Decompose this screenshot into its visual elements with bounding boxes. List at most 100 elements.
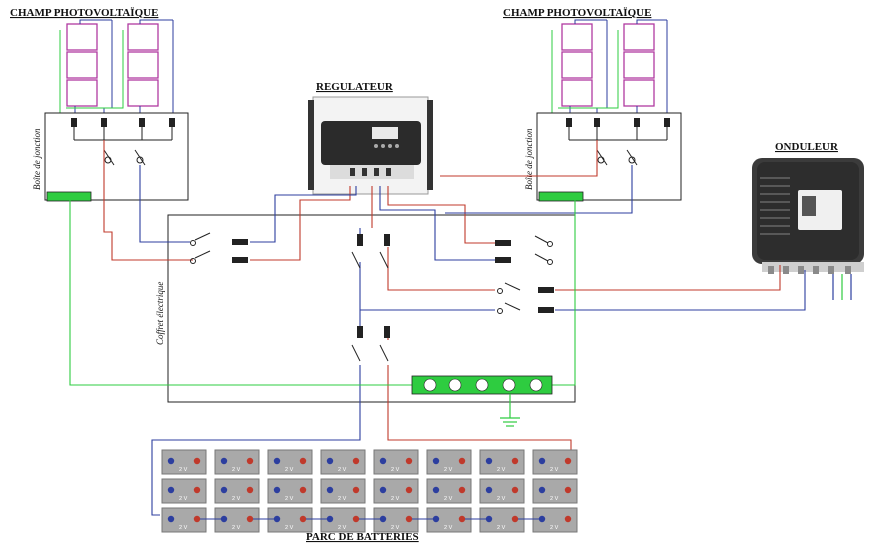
- battery-voltage-label: 2 V: [497, 467, 506, 473]
- junction-right-fuses: [566, 118, 670, 127]
- battery-negative-terminal: [432, 457, 440, 465]
- battery-positive-terminal: [458, 515, 466, 523]
- battery-cell: 2 V: [373, 507, 419, 533]
- junction-box-left: [44, 112, 189, 201]
- pv-panel: [127, 23, 159, 51]
- battery-voltage-label: 2 V: [338, 525, 347, 531]
- battery-negative-terminal: [379, 457, 387, 465]
- battery-voltage-label: 2 V: [179, 525, 188, 531]
- earth-wiring: [69, 200, 576, 386]
- battery-negative-terminal: [485, 486, 493, 494]
- battery-cell: 2 V: [426, 507, 472, 533]
- battery-bank: 2 V 2 V 2 V 2 V 2 V 2 V 2 V 2 V 2 V 2 V 2 V 2 V 2 V 2…: [161, 449, 578, 533]
- battery-negative-terminal: [538, 457, 546, 465]
- battery-positive-terminal: [405, 515, 413, 523]
- pv-panel: [127, 79, 159, 107]
- inverter-title: ONDULEUR: [775, 141, 839, 153]
- battery-cell: 2 V: [532, 449, 578, 475]
- battery-positive-terminal: [352, 486, 360, 494]
- pv-panels-left: [66, 23, 159, 107]
- battery-negative-terminal: [220, 515, 228, 523]
- battery-cell: 2 V: [267, 507, 313, 533]
- battery-positive-terminal: [246, 457, 254, 465]
- battery-voltage-label: 2 V: [391, 496, 400, 502]
- inverter-display: [802, 196, 816, 216]
- battery-positive-terminal: [246, 515, 254, 523]
- battery-cell: 2 V: [373, 478, 419, 504]
- battery-negative-terminal: [326, 457, 334, 465]
- cabinet-components: [190, 232, 554, 362]
- battery-positive-terminal: [299, 486, 307, 494]
- battery-positive-terminal: [511, 486, 519, 494]
- battery-voltage-label: 2 V: [285, 467, 294, 473]
- pv-panels-right: [561, 23, 655, 107]
- battery-voltage-label: 2 V: [550, 467, 559, 473]
- battery-positive-terminal: [564, 457, 572, 465]
- battery-positive-terminal: [405, 457, 413, 465]
- battery-negative-terminal: [485, 515, 493, 523]
- battery-negative-terminal: [167, 486, 175, 494]
- battery-negative-terminal: [273, 486, 281, 494]
- battery-cell: 2 V: [214, 507, 260, 533]
- battery-cell: 2 V: [161, 478, 207, 504]
- battery-negative-terminal: [273, 457, 281, 465]
- pv-panel: [66, 23, 98, 51]
- battery-cell: 2 V: [426, 449, 472, 475]
- junction-left-fuses: [71, 118, 175, 127]
- battery-negative-terminal: [167, 457, 175, 465]
- battery-voltage-label: 2 V: [391, 467, 400, 473]
- battery-negative-terminal: [379, 486, 387, 494]
- battery-negative-terminal: [485, 457, 493, 465]
- regulator-display: [372, 127, 398, 139]
- battery-positive-terminal: [299, 457, 307, 465]
- battery-cell: 2 V: [267, 449, 313, 475]
- battery-negative-terminal: [220, 457, 228, 465]
- regulator-title: REGULATEUR: [316, 81, 394, 93]
- battery-cell: 2 V: [532, 507, 578, 533]
- battery-negative-terminal: [379, 515, 387, 523]
- battery-positive-terminal: [246, 486, 254, 494]
- battery-cell: 2 V: [479, 478, 525, 504]
- battery-cell: 2 V: [214, 478, 260, 504]
- pv-panel: [127, 51, 159, 79]
- battery-positive-terminal: [193, 486, 201, 494]
- battery-voltage-label: 2 V: [285, 525, 294, 531]
- battery-voltage-label: 2 V: [497, 525, 506, 531]
- battery-cell: 2 V: [161, 449, 207, 475]
- battery-negative-terminal: [273, 515, 281, 523]
- battery-cell: 2 V: [532, 478, 578, 504]
- battery-cell: 2 V: [373, 449, 419, 475]
- battery-positive-terminal: [458, 457, 466, 465]
- battery-cell: 2 V: [479, 449, 525, 475]
- earth-bar-right: [538, 191, 584, 202]
- electrical-cabinet: [167, 214, 576, 403]
- junction-right-switches: [568, 127, 668, 166]
- battery-voltage-label: 2 V: [179, 467, 188, 473]
- battery-negative-terminal: [432, 515, 440, 523]
- battery-voltage-label: 2 V: [497, 496, 506, 502]
- battery-positive-terminal: [193, 515, 201, 523]
- negative-wiring: [139, 165, 806, 516]
- battery-negative-terminal: [538, 515, 546, 523]
- battery-positive-terminal: [564, 515, 572, 523]
- junction-box-right: [536, 112, 682, 201]
- battery-positive-terminal: [405, 486, 413, 494]
- battery-bank-title: PARC DE BATTERIES: [306, 531, 419, 543]
- battery-cell: 2 V: [479, 507, 525, 533]
- battery-cell: 2 V: [214, 449, 260, 475]
- regulator: [308, 96, 433, 195]
- battery-negative-terminal: [326, 486, 334, 494]
- pv-field-left-title: CHAMP PHOTOVOLTAÏQUE: [10, 6, 158, 19]
- battery-positive-terminal: [458, 486, 466, 494]
- battery-voltage-label: 2 V: [338, 496, 347, 502]
- battery-voltage-label: 2 V: [391, 525, 400, 531]
- battery-voltage-label: 2 V: [550, 525, 559, 531]
- junction-box-right-label: Boîte de jonction: [524, 128, 534, 190]
- battery-negative-terminal: [432, 486, 440, 494]
- battery-negative-terminal: [167, 515, 175, 523]
- inverter: [752, 158, 864, 274]
- battery-voltage-label: 2 V: [232, 525, 241, 531]
- earth-terminal-bar: [411, 375, 553, 395]
- pv-panel: [66, 79, 98, 107]
